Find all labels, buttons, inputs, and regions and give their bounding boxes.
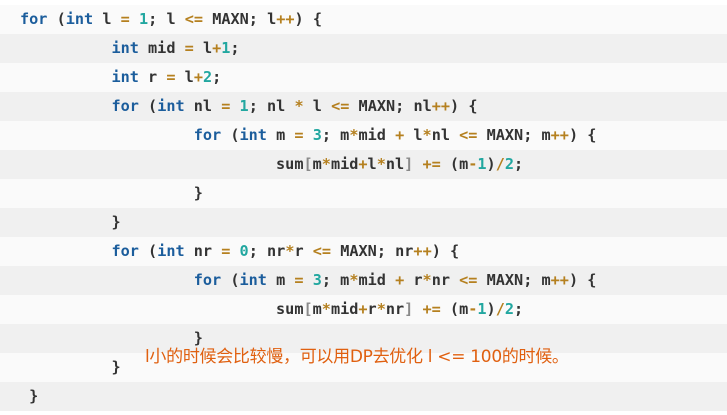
code-line: for (int l = 1; l <= MAXN; l++) { xyxy=(0,5,727,34)
code-line: for (int m = 3; m*mid + l*nl <= MAXN; m+… xyxy=(0,121,727,150)
code-line: } xyxy=(0,208,727,237)
code-line: sum[m*mid+r*nr] += (m-1)/2; xyxy=(0,295,727,324)
code-line: } xyxy=(0,382,727,411)
code-line: } xyxy=(0,324,727,353)
code-line: sum[m*mid+l*nl] += (m-1)/2; xyxy=(0,150,727,179)
code-line: for (int nl = 1; nl * l <= MAXN; nl++) { xyxy=(0,92,727,121)
code-line: } xyxy=(0,179,727,208)
code-line: } xyxy=(0,353,727,382)
code-line: for (int nr = 0; nr*r <= MAXN; nr++) { xyxy=(0,237,727,266)
code-line: int r = l+2; xyxy=(0,63,727,92)
code-line: int mid = l+1; xyxy=(0,34,727,63)
code-line: for (int m = 3; m*mid + r*nr <= MAXN; m+… xyxy=(0,266,727,295)
overlay-caption: l小的时候会比较慢，可以用DP去优化 l <= 100的时候。 xyxy=(145,347,569,367)
